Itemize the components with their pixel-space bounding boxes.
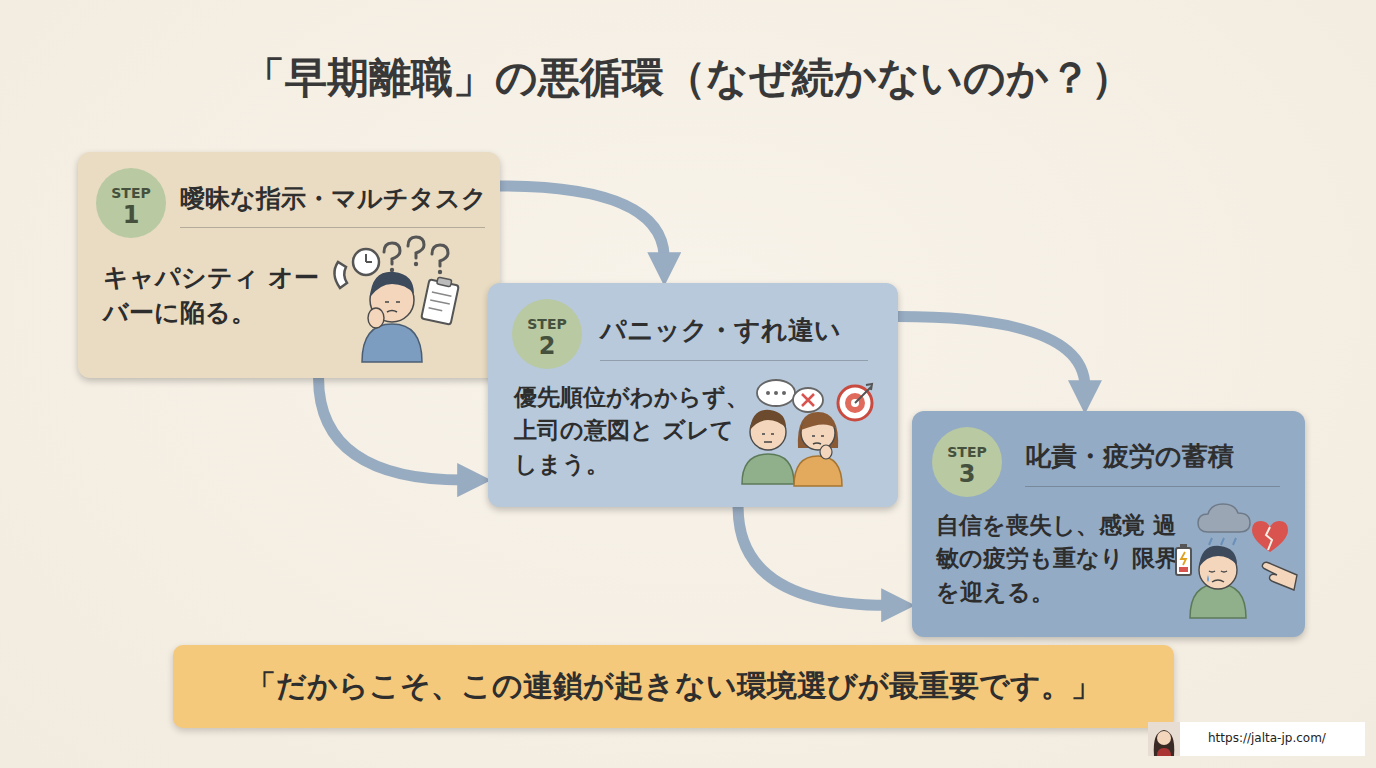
step-body: 自信を喪失し、感覚 過敏の疲労も重なり 限界を迎える。 (936, 509, 1181, 609)
flow-arrow (500, 186, 664, 259)
url-badge: https://jalta-jp.com/ (1148, 722, 1365, 756)
step-number: STEP 3 (945, 437, 989, 487)
step-body: キャパシティ オーバーに陥る。 (103, 260, 333, 330)
step-badge: STEP 2 (512, 299, 582, 369)
diagram-title: 「早期離職」の悪循環（なぜ続かないのか？） (0, 50, 1376, 106)
avatar-face (1157, 731, 1171, 745)
step-heading: 曖昧な指示・マルチタスク (180, 182, 485, 228)
step-body: 優先順位がわからず、 上司の意図と ズレてしまう。 (514, 381, 754, 481)
avatar-bg (1148, 722, 1180, 756)
step-card: 曖昧な指示・マルチタスクキャパシティ オーバーに陥る。 STEP 1 (78, 152, 500, 378)
step-number: STEP 2 (525, 309, 569, 359)
avatar-hair (1154, 730, 1175, 756)
avatar-icon (1148, 722, 1180, 756)
url-label: https://jalta-jp.com/ (1208, 731, 1326, 745)
step-badge: STEP 3 (932, 427, 1002, 497)
flow-arrow (319, 378, 464, 480)
step-card: 叱責・疲労の蓄積自信を喪失し、感覚 過敏の疲労も重なり 限界を迎える。 STEP … (912, 411, 1305, 637)
step-card: パニック・すれ違い優先順位がわからず、 上司の意図と ズレてしまう。 STEP 2 (488, 283, 898, 507)
flow-arrow (738, 507, 888, 605)
step-heading: パニック・すれ違い (600, 313, 868, 361)
step-number: STEP 1 (109, 178, 153, 228)
flow-arrow (898, 317, 1085, 387)
conclusion-text: 「だからこそ、この連鎖が起きない環境選びが最重要です。」 (246, 666, 1101, 707)
step-heading: 叱責・疲労の蓄積 (1025, 439, 1280, 487)
step-badge: STEP 1 (96, 168, 166, 238)
avatar-body (1157, 748, 1171, 756)
conclusion-banner: 「だからこそ、この連鎖が起きない環境選びが最重要です。」 (173, 645, 1174, 728)
